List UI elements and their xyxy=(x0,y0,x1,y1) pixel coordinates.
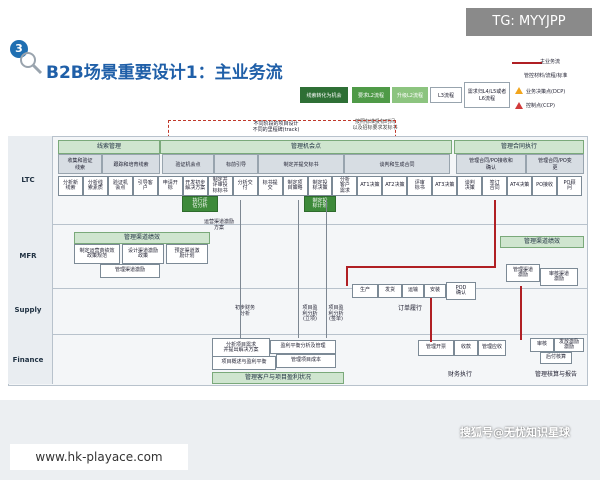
support-line-3 xyxy=(326,200,327,338)
banner-contract-exec: 管理合同执行 xyxy=(454,140,584,154)
mfr-group-title: 管理渠道绩效 xyxy=(74,232,210,244)
watermark-top: TG: MYYJPP xyxy=(466,8,592,36)
chevron-nurture-leads: 跟踪和培育线索 xyxy=(102,154,160,174)
phase-tab-2: 升级L2流程 xyxy=(392,87,428,103)
fin-box-2: 盈利平衡分析及管理 xyxy=(270,340,336,354)
chevron-negotiate: 谈判和生成合同 xyxy=(344,154,450,174)
banner-lead-mgmt: 线索管理 xyxy=(58,140,160,154)
legend-dcp: 业务决策点(DCP) xyxy=(526,89,566,95)
chevron-po-change: 管理合同/PO变 更 xyxy=(526,154,584,174)
ltc-activity-20: PO顾 问 xyxy=(557,176,582,196)
chevron-bid: 制定并提交标书 xyxy=(258,154,344,174)
supply-transport: 运输 xyxy=(402,284,424,298)
fin-right1-1: 收款 xyxy=(454,340,478,356)
chevron-po-confirm: 管理合同/PO接收和 确认 xyxy=(456,154,526,174)
supply-install: 安装 xyxy=(424,284,446,298)
ltc-activity-13: AT2决策 xyxy=(382,176,408,196)
ltc-activity-0: 分析新 线索 xyxy=(58,176,83,196)
fin-right2-0: 审核 xyxy=(530,338,554,352)
lane-labels-column xyxy=(8,136,53,384)
mfr-box-1: 设计渠道激励 政策 xyxy=(122,244,164,264)
chevron-pre-bid: 标前引导 xyxy=(214,154,258,174)
support-line-2 xyxy=(298,200,299,338)
green-box-bid-plan: 制定投 标计划 xyxy=(304,196,336,212)
watermark-bottom: www.hk-playace.com xyxy=(10,444,188,470)
ltc-activity-18: AT4决策 xyxy=(507,176,533,196)
ltc-activity-11: 分析 客户 需求 xyxy=(332,176,358,196)
banner-opp-mgmt: 管理机会点 xyxy=(160,140,452,154)
ltc-activity-2: 验证机 会点 xyxy=(107,176,133,196)
ltc-activity-1: 分析线 索素质 xyxy=(82,176,108,196)
annotation-1: 项目盈 利分析 (立项) xyxy=(302,305,318,322)
main-flow-line-v4 xyxy=(520,286,522,340)
lane-label-mfr: MFR xyxy=(19,252,37,260)
legend-doc-bg: 管控材料/流程/标准 xyxy=(524,73,568,79)
fin-right1-2: 管理应收 xyxy=(478,340,506,356)
mfr-note: 运营渠道激励 方案 xyxy=(203,219,234,231)
annotation-0: 初步财务 分析 xyxy=(234,305,255,317)
supply-pod: POD 确认 xyxy=(446,282,476,300)
fin-right2-1: 发放激励 激励 xyxy=(554,338,584,352)
green-box-eval: 执行评 估分析 xyxy=(182,196,218,212)
phase-tab-0: 线索转化为机会 xyxy=(300,87,348,103)
legend-markers xyxy=(515,87,523,109)
main-flow-line-h1 xyxy=(346,266,496,268)
lane-label-finance: Finance xyxy=(12,356,44,364)
ltc-activity-9: 制定项 目策略 xyxy=(282,176,308,196)
legend-ccp: 控制点(CCP) xyxy=(526,103,555,109)
mfr-box-0: 制定运营商绩效 政策规范 xyxy=(74,244,120,264)
ltc-activity-12: AT1决策 xyxy=(357,176,383,196)
ltc-activity-17: 签订 合同 xyxy=(482,176,508,196)
annotation-2: 项目盈 利分析 (签单) xyxy=(328,305,344,322)
fin-box-3: 项目概述与盈利平衡 xyxy=(212,356,276,370)
supply-ship: 发货 xyxy=(378,284,402,298)
ltc-activity-6: 制定并 评审投 标标书 xyxy=(207,176,233,196)
main-flow-line-v1 xyxy=(346,266,348,286)
mfr-box-3: 管理渠道激励 xyxy=(100,264,160,278)
supply-title: 订单履行 xyxy=(397,305,422,312)
lane-label-supply: Supply xyxy=(14,306,42,314)
ltc-activity-19: PO接收 xyxy=(532,176,558,196)
ltc-activity-3: 引导客 户 xyxy=(132,176,158,196)
watermark-sohu: 搜狐号@无忧知识星球 xyxy=(460,426,570,439)
fin-right1-0: 管理开票 xyxy=(418,340,454,356)
main-flow-line-v2 xyxy=(494,200,496,268)
chevron-verify-opp: 验证机会点 xyxy=(162,154,214,174)
page-title: B2B场景重要设计1：主业务流 xyxy=(46,63,283,83)
mfr-right-box-1: 审核渠道 激励 xyxy=(540,268,578,286)
ltc-activity-16: 谈判 决策 xyxy=(457,176,483,196)
supply-produce: 生产 xyxy=(352,284,378,298)
phase-tab-1: 要求L2流程 xyxy=(352,87,390,103)
main-flow-legend-line xyxy=(512,62,542,64)
chevron-collect-leads: 收集和验证 线索 xyxy=(58,154,102,174)
phase-tab-4: 需求归L4/L5或者L6流程 xyxy=(464,82,510,108)
mfr-right-box-0: 管理渠道 激励 xyxy=(506,264,540,282)
magnifier-icon xyxy=(20,52,43,75)
fin-box-4: 管理项目成本 xyxy=(276,354,336,368)
fin-group: 管理客户与项目盈利状况 xyxy=(212,372,344,384)
mfr-right-title: 管理渠道绩效 xyxy=(500,236,584,248)
fin-right1-title: 财务执行 xyxy=(447,371,472,378)
ltc-activity-4: 申请开 标 xyxy=(157,176,183,196)
ltc-activity-10: 制定投 标决策 xyxy=(307,176,333,196)
ltc-activity-14: 评审 标书 xyxy=(407,176,433,196)
main-flow-line-v3 xyxy=(430,298,432,342)
ltc-activity-8: 标书提 交 xyxy=(257,176,283,196)
ltc-activity-7: 分析交 付 xyxy=(232,176,258,196)
legend-main-flow: 主业务流 xyxy=(540,59,561,65)
quote-note: 按照标准投标时间 以及招标要求发标书 xyxy=(352,119,398,131)
fin-right2-title: 管理核算与报告 xyxy=(534,371,577,378)
mfr-box-2: 预定渠道激 励计划 xyxy=(166,244,208,264)
dashed-note: 不同阶段的项目设计 不同的里程碑(track) xyxy=(252,121,300,133)
fin-box-0: 分析项目需求 并提出解决方案 xyxy=(212,338,270,358)
support-line-1 xyxy=(240,200,241,338)
fin-right2-2: 后付核算 xyxy=(540,352,572,364)
ltc-activity-15: AT3决策 xyxy=(432,176,458,196)
lane-label-ltc: LTC xyxy=(21,176,35,184)
phase-tab-3: L3流程 xyxy=(430,87,462,103)
ltc-activity-5: 开发初步 解决方案 xyxy=(182,176,208,196)
